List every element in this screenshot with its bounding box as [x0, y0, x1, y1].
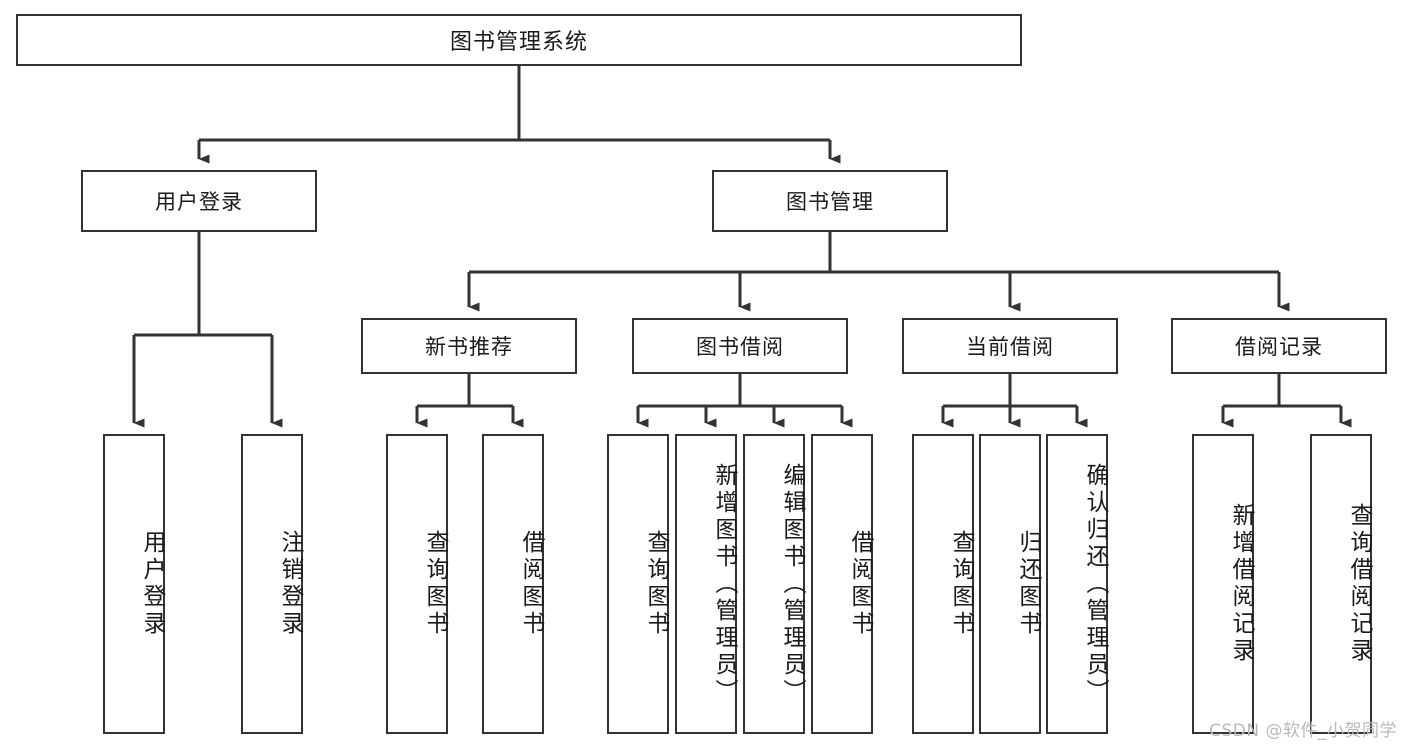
leaf-label: 注销登录 [277, 530, 303, 638]
leaf-user-login[interactable]: 用户登录 [103, 434, 165, 734]
leaf-label: 查询图书 [422, 530, 448, 638]
leaf-label: 用户登录 [139, 530, 165, 638]
leaf-label: 借阅图书 [518, 530, 544, 638]
leaf-label: 借阅图书 [847, 530, 873, 638]
leaf-borrow-do-borrow-book[interactable]: 借阅图书 [811, 434, 873, 734]
leaf-current-query-book[interactable]: 查询图书 [912, 434, 974, 734]
leaf-label: 新增借阅记录 [1228, 503, 1254, 665]
leaf-label: 编辑图书（管理员） [779, 462, 805, 706]
leaf-borrow-query-book[interactable]: 查询图书 [607, 434, 669, 734]
leaf-label: 查询图书 [643, 530, 669, 638]
leaf-label: 新增图书（管理员） [711, 462, 737, 706]
node-current-borrow[interactable]: 当前借阅 [902, 318, 1118, 374]
leaf-label: 确认归还（管理员） [1082, 462, 1108, 706]
leaf-current-return-book[interactable]: 归还图书 [979, 434, 1041, 734]
leaf-record-query-borrow-record[interactable]: 查询借阅记录 [1310, 434, 1372, 734]
leaf-user-logout[interactable]: 注销登录 [241, 434, 303, 734]
leaf-label: 查询图书 [948, 530, 974, 638]
leaf-current-confirm-return-admin[interactable]: 确认归还（管理员） [1046, 434, 1108, 734]
node-new-book-recommend[interactable]: 新书推荐 [361, 318, 577, 374]
leaf-borrow-edit-book-admin[interactable]: 编辑图书（管理员） [743, 434, 805, 734]
csdn-watermark: CSDN @软件_小贺同学 [1209, 721, 1397, 741]
leaf-record-add-borrow-record[interactable]: 新增借阅记录 [1192, 434, 1254, 734]
node-book-manage[interactable]: 图书管理 [712, 170, 948, 232]
node-user-login[interactable]: 用户登录 [81, 170, 317, 232]
leaf-recommend-query-book[interactable]: 查询图书 [386, 434, 448, 734]
node-book-borrow[interactable]: 图书借阅 [632, 318, 848, 374]
leaf-label: 查询借阅记录 [1346, 503, 1372, 665]
node-borrow-record[interactable]: 借阅记录 [1171, 318, 1387, 374]
leaf-recommend-borrow-book[interactable]: 借阅图书 [482, 434, 544, 734]
node-root[interactable]: 图书管理系统 [16, 14, 1022, 66]
leaf-label: 归还图书 [1015, 530, 1041, 638]
leaf-borrow-add-book-admin[interactable]: 新增图书（管理员） [675, 434, 737, 734]
